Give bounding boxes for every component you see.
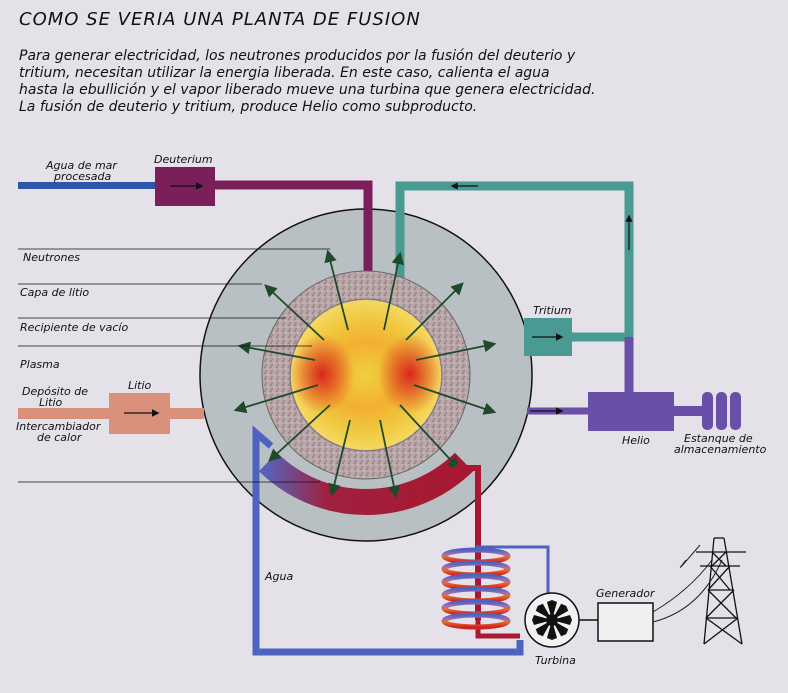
intro-line: tritium, necesitan utilizar la energia l… xyxy=(19,65,550,81)
label-deuterium: Deuterium xyxy=(154,153,213,166)
neutron-arrow xyxy=(328,419,351,497)
steam-pipe xyxy=(455,465,481,620)
neutron-arrow xyxy=(233,384,319,414)
intro-line: Para generar electricidad, los neutrones… xyxy=(19,48,576,64)
label-heat-exchanger: Intercambiador xyxy=(16,420,102,433)
neutron-arrow xyxy=(268,404,331,462)
label-seawater-line2: procesada xyxy=(53,170,112,183)
heat-exchanger-arc xyxy=(258,452,474,515)
storage-tanks xyxy=(702,392,741,430)
label-generator: Generador xyxy=(596,587,656,600)
label-vacuum-vessel: Recipiente de vacío xyxy=(20,321,128,334)
intro-line: hasta la ebullición y el vapor liberado … xyxy=(19,82,596,98)
label-storage: Estanque de xyxy=(684,432,753,445)
vacuum-vessel xyxy=(289,298,443,452)
intro-text: Para generar electricidad, los neutrones… xyxy=(19,48,779,116)
label-lithium: Litio xyxy=(128,379,152,392)
helium-box xyxy=(588,392,674,431)
leader-lines xyxy=(18,248,330,483)
seawater-pipe xyxy=(18,182,158,189)
label-helium: Helio xyxy=(622,434,650,447)
label-lithium-layer: Capa de litio xyxy=(20,286,89,299)
condenser-return-pipe xyxy=(476,545,550,600)
label-lithium-deposit-line2: Litio xyxy=(39,396,63,409)
power-line xyxy=(652,559,723,623)
neutron-arrows xyxy=(233,249,497,499)
steam-to-turbine-pipe xyxy=(475,618,520,639)
neutron-arrow xyxy=(237,341,316,361)
neutron-arrow xyxy=(379,419,401,499)
neutron-arrow xyxy=(264,284,325,341)
water-loop-pipe xyxy=(252,425,524,656)
neutron-arrow xyxy=(415,339,497,361)
turbine-blades xyxy=(532,600,572,640)
transmission-tower xyxy=(696,537,746,645)
label-seawater: Agua de mar xyxy=(45,159,118,172)
neutron-arrow xyxy=(405,282,464,341)
neutron-arrow xyxy=(383,251,405,331)
label-lithium-deposit: Depósito de xyxy=(22,385,88,398)
neutron-arrow xyxy=(399,404,460,470)
neutron-arrow xyxy=(324,249,349,331)
label-plasma: Plasma xyxy=(20,358,60,371)
helium-to-storage-pipe xyxy=(674,406,704,416)
power-line xyxy=(652,559,713,613)
label-storage-line2: almacenamiento xyxy=(674,443,767,456)
label-neutrons: Neutrones xyxy=(23,251,80,264)
page-title: COMO SE VERIA UNA PLANTA DE FUSION xyxy=(19,9,421,30)
label-turbine: Turbina xyxy=(535,654,576,667)
plasma-hot-zone-left xyxy=(290,334,354,414)
label-heat-exchanger-line2: de calor xyxy=(37,431,83,444)
generator-box xyxy=(597,602,654,642)
power-line xyxy=(679,544,701,568)
steam-coil xyxy=(441,547,511,630)
label-tritium: Tritium xyxy=(533,304,572,317)
label-water: Agua xyxy=(264,570,293,583)
intro-line: La fusión de deuterio y tritium, produce… xyxy=(19,99,478,115)
plasma-hot-zone-right xyxy=(378,334,442,414)
neutron-arrow xyxy=(413,384,497,415)
